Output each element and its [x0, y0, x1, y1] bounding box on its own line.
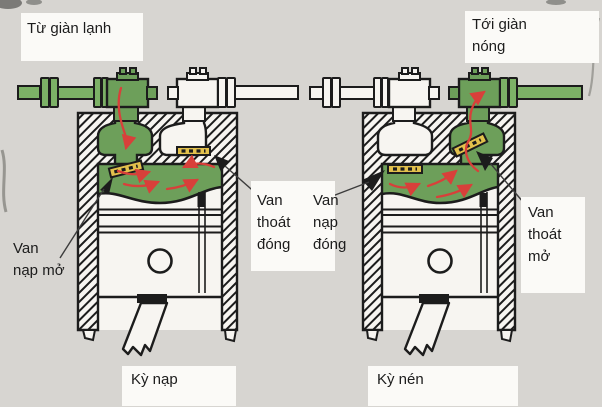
left-compressor	[17, 67, 299, 357]
right-stroke-caption: Kỳ nén	[368, 366, 518, 406]
exhaust-valve-pointer	[214, 155, 229, 172]
left-discharge-valve-body	[167, 67, 299, 122]
right-exhaust-valve-label: Van thoát mở	[528, 204, 562, 265]
left-exhaust-valve-label: Van thoát đóng	[257, 192, 291, 253]
to-condenser-label: Tới giàn nóng	[472, 16, 527, 55]
wall-stubs-right	[365, 329, 514, 343]
wrist-pin-hole	[147, 248, 173, 274]
connecting-rod	[121, 301, 169, 357]
from-evaporator-label: Từ giàn lạnh	[27, 18, 111, 40]
intake-reed-valve-closed	[387, 164, 423, 174]
left-suction-pipe	[17, 77, 109, 108]
right-suction-pipe	[309, 77, 389, 108]
wall-stubs-left	[81, 329, 238, 343]
exhaust-reed-valve-closed	[176, 146, 211, 156]
right-intake-valve-label: Van nạp đóng	[313, 192, 347, 253]
right-exhaust-valve-box	[521, 197, 585, 293]
left-stroke-caption: Kỳ nạp	[122, 366, 236, 406]
intake-valve-pointer	[362, 170, 385, 191]
refrigerant-flow-arrows-left	[116, 86, 216, 194]
to-condenser-box	[465, 11, 599, 63]
connecting-rod	[403, 301, 451, 357]
left-intake-valve-label: Van nạp mở	[13, 240, 65, 279]
left-stroke-caption-text: Kỳ nạp	[131, 371, 178, 388]
right-stroke-caption-text: Kỳ nén	[377, 371, 424, 388]
refrigerant-flow-arrows-right	[388, 90, 486, 199]
from-evaporator-box	[21, 13, 143, 61]
right-compressor	[309, 67, 583, 357]
center-label-backdrop	[251, 181, 335, 271]
wrist-pin-hole	[427, 248, 453, 274]
exhaust-valve-pointer	[476, 151, 493, 171]
right-intake-valve-body	[387, 67, 440, 122]
right-piston	[381, 185, 499, 357]
left-piston	[97, 185, 223, 357]
from-evaporator-text: Từ giàn lạnh	[27, 20, 112, 37]
